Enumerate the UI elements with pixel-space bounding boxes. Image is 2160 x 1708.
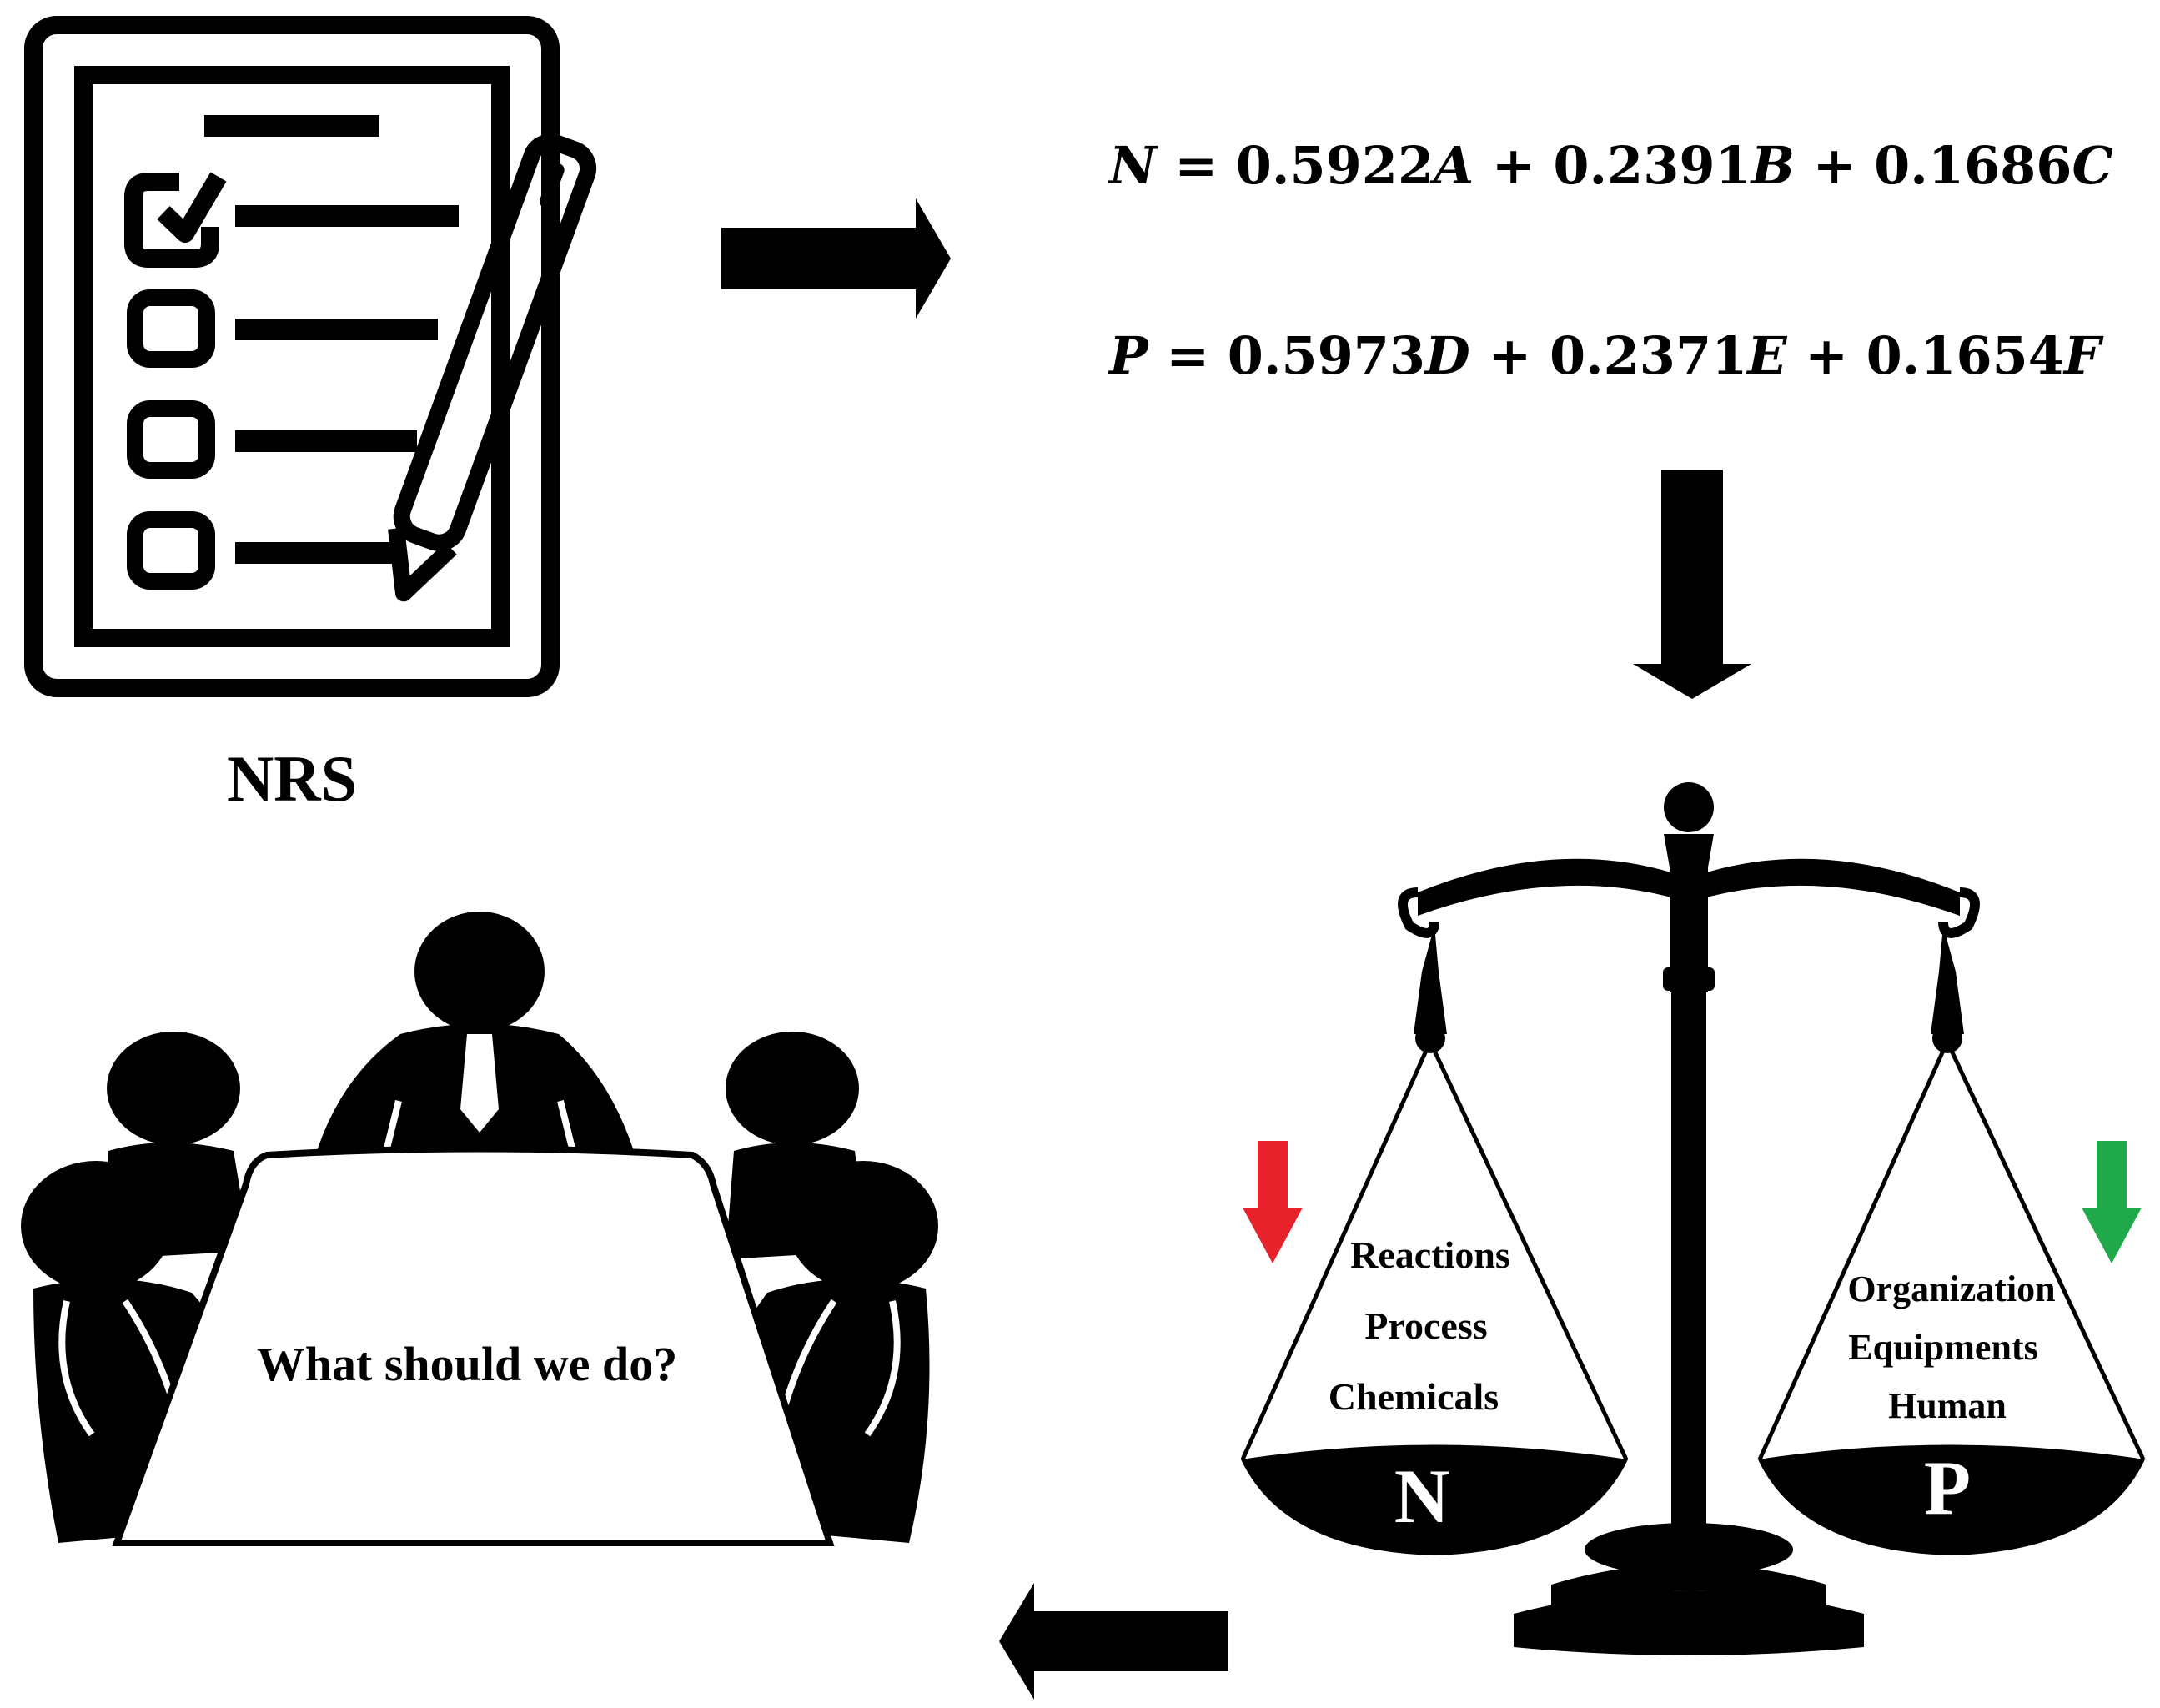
- checkbox-empty-icon: [127, 289, 215, 368]
- equation-p: P = 0.5973D + 0.2371E + 0.1654F: [1108, 325, 2104, 386]
- right-pan-item: Human: [1888, 1385, 2007, 1426]
- meeting-table: [112, 1145, 835, 1546]
- checklist-caption: NRS: [227, 742, 357, 815]
- right-pan-item: Organization: [1847, 1268, 2055, 1309]
- right-pan: Organization Equipments Human P: [1757, 1049, 2146, 1555]
- person-icon: [317, 912, 634, 1156]
- meeting-illustration: [21, 912, 938, 1546]
- checkbox-checked-icon: [124, 172, 227, 268]
- right-pan-item: Equipments: [1848, 1327, 2037, 1368]
- arrow-right-icon: [721, 198, 951, 319]
- pencil-icon: [388, 133, 597, 602]
- left-pan-item: Process: [1364, 1304, 1487, 1347]
- checklist-icon: [24, 16, 597, 697]
- left-pan-item: Chemicals: [1329, 1375, 1499, 1418]
- down-arrow-red-icon: [1243, 1141, 1303, 1263]
- down-arrow-green-icon: [2082, 1141, 2142, 1263]
- balance-scale-icon: [1398, 782, 1980, 1655]
- equation-n: N = 0.5922A + 0.2391B + 0.1686C: [1108, 135, 2113, 196]
- checkbox-empty-icon: [127, 400, 215, 479]
- checkbox-empty-icon: [127, 511, 215, 590]
- left-pan-item: Reactions: [1350, 1233, 1510, 1276]
- person-icon: [726, 1161, 938, 1543]
- arrow-down-icon: [1633, 470, 1751, 699]
- arrow-left-icon: [999, 1583, 1228, 1700]
- meeting-question: What should we do?: [257, 1337, 677, 1391]
- left-pan: Reactions Process Chemicals N: [1240, 1049, 1629, 1555]
- right-pan-letter: P: [1924, 1445, 1971, 1530]
- left-pan-letter: N: [1394, 1454, 1449, 1539]
